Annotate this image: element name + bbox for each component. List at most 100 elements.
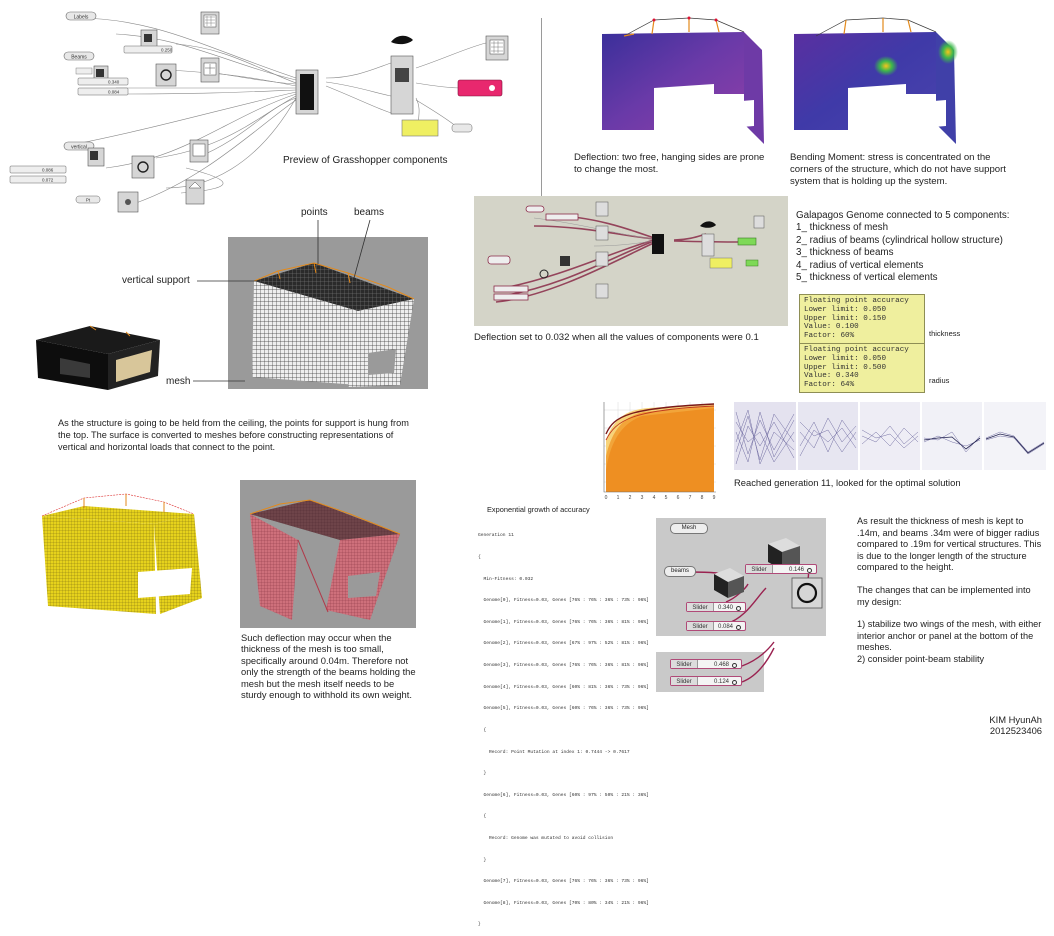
component-wires (689, 538, 823, 625)
node-label-beams: Beams (71, 55, 87, 61)
log-line: Record: Point Mutation at index 1: 0.744… (478, 749, 630, 755)
log-line: Genome[4], Fitness=0.03, Genes [60% : 81… (478, 684, 649, 690)
log-line: Generation 11 (478, 533, 514, 539)
panel-line: Lower limit: 0.050 (804, 305, 887, 314)
bending-moment-render (794, 17, 958, 144)
log-line: { (478, 727, 487, 733)
author-name: KIM HyunAh (989, 714, 1042, 725)
galapagos-title: Galapagos Genome connected to 5 componen… (796, 210, 1010, 221)
log-line: { (478, 814, 487, 820)
log-line: } (478, 857, 487, 863)
grasshopper-preview: Labels 0.250 Beams 0.340 0.084 vertical … (9, 11, 509, 213)
accuracy-label-radius: radius (929, 376, 950, 385)
slider-beam-radius[interactable]: Slider 0.340 (686, 602, 746, 612)
slider-value: 0.084 (717, 624, 733, 630)
genome-item-3: 3_ thickness of beams (796, 247, 894, 259)
log-line: Genome[2], Fitness=0.03, Genes [67% : 97… (478, 641, 649, 647)
slider-value-1: 0.250 (161, 48, 173, 53)
result-paragraph-1: As result the thickness of mesh is kept … (857, 516, 1042, 573)
structure-caption: As the structure is going to be held fro… (58, 418, 409, 452)
galapagos-canvas (474, 196, 788, 326)
panel-line: Lower limit: 0.050 (804, 354, 887, 363)
log-line: Genome[3], Fitness=0.03, Genes [76% : 76… (478, 663, 649, 669)
slider-beam-thickness[interactable]: Slider 0.084 (686, 621, 746, 631)
accuracy-panel-radius: Floating point accuracy Lower limit: 0.0… (799, 343, 925, 393)
slider-value-3: 0.084 (108, 90, 120, 95)
x-tick: 9 (713, 495, 716, 501)
genome-item-2: 2_ radius of beams (cylindrical hollow s… (796, 234, 1003, 246)
slider-name: Slider (671, 660, 698, 668)
slider-value-2: 0.340 (108, 80, 120, 85)
result-paragraph-2: The changes that can be implemented into… (857, 584, 1031, 607)
thin-mesh-caption: Such deflection may occur when the thick… (241, 632, 416, 701)
slider-vertical-radius[interactable]: Slider 0.468 (670, 659, 742, 669)
galapagos-genome-list: Galapagos Genome connected to 5 componen… (796, 210, 1046, 284)
node-label-vertical: vertical (71, 145, 87, 151)
yellow-mesh-render (41, 493, 202, 614)
genome-item-4: 4_ radius of vertical elements (796, 259, 924, 271)
slider-mesh-thickness[interactable]: Slider 0.146 (745, 564, 817, 574)
galapagos-log: Generation 11 { Min-Fitness: 0.032 Genom… (478, 518, 649, 936)
log-line: } (478, 771, 487, 777)
x-tick: 3 (641, 495, 644, 501)
accuracy-panel-thickness: Floating point accuracy Lower limit: 0.0… (799, 294, 925, 344)
slider-value-5: 0.072 (42, 178, 54, 183)
x-tick: 4 (653, 495, 656, 501)
log-line: Genome[1], Fitness=0.03, Genes [76% : 76… (478, 619, 649, 625)
slider-value: 0.340 (717, 605, 733, 611)
label-vertical-support: vertical support (122, 275, 190, 286)
slider-name: Slider (687, 622, 714, 630)
log-line: Genome[0], Fitness=0.03, Genes [76% : 76… (478, 598, 649, 604)
author-block: KIM HyunAh 2012523406 (989, 714, 1042, 736)
label-points: points (301, 207, 328, 218)
x-tick: 0 (605, 495, 608, 501)
galapagos-canvas-caption: Deflection set to 0.032 when all the val… (474, 332, 759, 343)
log-line: Min-Fitness: 0.032 (478, 576, 534, 582)
growth-caption: Exponential growth of accuracy (487, 505, 590, 514)
slider-name: Slider (687, 603, 714, 611)
genome-item-5: 5_ thickness of vertical elements (796, 272, 938, 284)
black-model-render (36, 325, 160, 390)
x-tick: 5 (665, 495, 668, 501)
result-paragraph-4: 2) consider point-beam stability (857, 653, 985, 664)
deflection-caption: Deflection: two free, hanging sides are … (574, 152, 765, 175)
panel-line: Factor: 60% (804, 332, 855, 341)
x-tick: 7 (689, 495, 692, 501)
generations-caption: Reached generation 11, looked for the op… (734, 477, 961, 488)
x-tick: 6 (677, 495, 680, 501)
slider-value-4: 0.086 (42, 168, 54, 173)
x-tick: 1 (617, 495, 620, 501)
leader-lines (193, 219, 371, 382)
slider-grip-icon (732, 680, 737, 685)
x-tick: 8 (701, 495, 704, 501)
node-label-labels: Labels (74, 15, 89, 21)
lower-wires (741, 641, 775, 683)
red-mesh-render (240, 480, 416, 628)
panel-line: Value: 0.100 (804, 323, 859, 332)
label-beams: beams (354, 207, 385, 218)
genome-item-1: 1_ thickness of mesh (796, 222, 889, 234)
log-line: Genome[5], Fitness=0.03, Genes [60% : 76… (478, 706, 649, 712)
slider-vertical-thickness[interactable]: Slider 0.124 (670, 676, 742, 686)
log-line: Genome[7], Fitness=0.03, Genes [76% : 76… (478, 879, 649, 885)
deflection-render (602, 16, 764, 144)
x-tick: 2 (629, 495, 632, 501)
result-paragraph-3: 1) stabilize two wings of the mesh, with… (857, 619, 1042, 653)
slider-name: Slider (671, 677, 698, 685)
label-mesh: mesh (166, 376, 191, 387)
slider-value: 0.468 (713, 662, 729, 668)
panel-line: Factor: 64% (804, 381, 855, 390)
accuracy-label-thickness: thickness (929, 329, 961, 338)
log-line: Record: Genome was mutated to avoid coll… (478, 835, 614, 841)
bending-caption: Bending Moment: stress is concentrated o… (790, 152, 1006, 187)
grasshopper-caption: Preview of Grasshopper components (283, 155, 448, 166)
slider-grip-icon (732, 663, 737, 668)
slider-grip-icon (736, 625, 741, 630)
panel-line: Value: 0.340 (804, 372, 859, 381)
column-divider (541, 18, 542, 196)
accuracy-growth-chart: 0 1 2 3 4 5 6 7 8 9 (603, 402, 716, 501)
result-text: As result the thickness of mesh is kept … (857, 516, 1045, 666)
beams-param[interactable]: beams (664, 566, 696, 577)
mesh-param[interactable]: Mesh (670, 523, 708, 534)
log-line: Genome[6], Fitness=0.03, Genes [60% : 97… (478, 792, 649, 798)
